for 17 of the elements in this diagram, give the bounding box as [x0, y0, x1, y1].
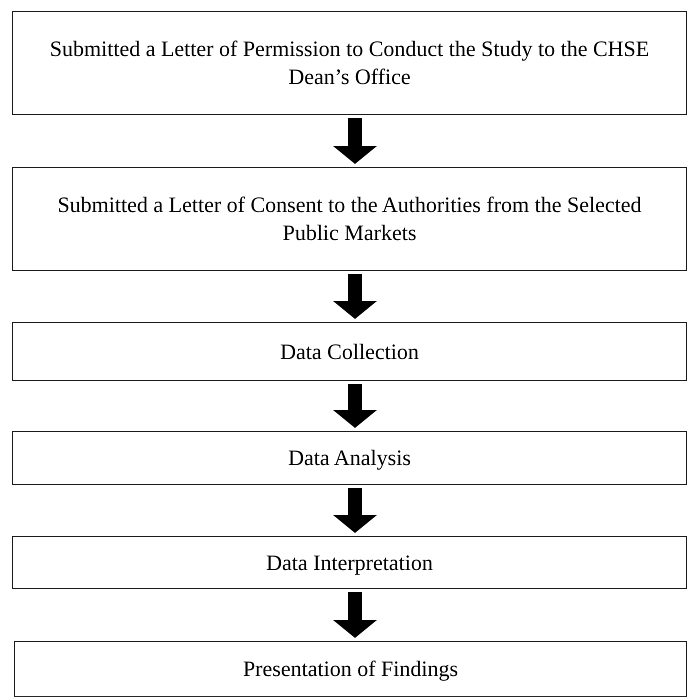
process-box [14, 641, 687, 697]
block-arrow [333, 384, 377, 428]
step-text: Data Collection [280, 338, 419, 366]
process-box [12, 536, 687, 589]
block-arrow [333, 592, 377, 638]
process-box [12, 11, 687, 115]
process-box [12, 322, 687, 381]
step-text: Data Interpretation [266, 548, 433, 576]
block-arrow [333, 274, 377, 319]
process-box [12, 431, 687, 485]
process-box [12, 167, 687, 271]
step-text: Submitted a Letter of Consent to the Authorities from the Selected Public Markets [56, 191, 643, 247]
block-arrow [333, 118, 377, 164]
step-text: Data Analysis [288, 444, 411, 472]
step-text: Submitted a Letter of Permission to Conduct the Study to the CHSE Dean’s Office [48, 35, 650, 91]
block-arrow [333, 488, 377, 533]
step-text: Presentation of Findings [242, 655, 458, 683]
